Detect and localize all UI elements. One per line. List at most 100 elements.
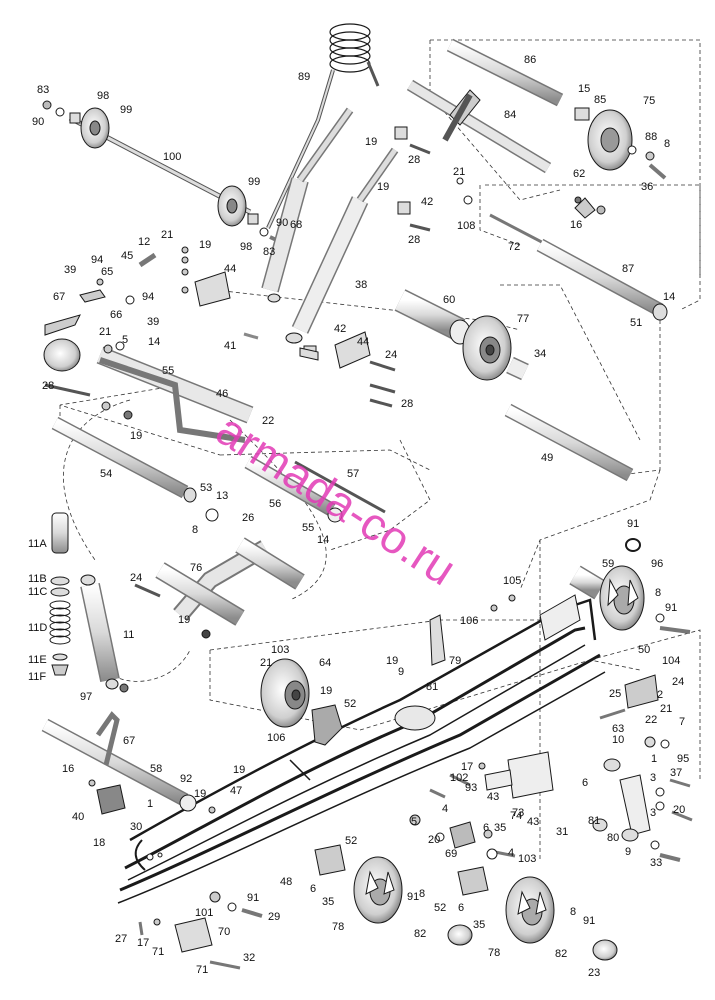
shock-absorber-68 bbox=[261, 107, 408, 303]
callout-21: 21 bbox=[161, 229, 173, 241]
callout-8: 8 bbox=[664, 138, 670, 150]
callout-35: 35 bbox=[322, 896, 334, 908]
callout-23: 23 bbox=[588, 967, 600, 979]
callout-19: 19 bbox=[377, 181, 389, 193]
callout-48: 48 bbox=[280, 876, 292, 888]
callout-39: 39 bbox=[147, 316, 159, 328]
callout-105: 105 bbox=[503, 575, 521, 587]
callout-67: 67 bbox=[53, 291, 65, 303]
callout-79: 79 bbox=[449, 655, 461, 667]
callout-39: 39 bbox=[64, 264, 76, 276]
callout-6: 6 bbox=[483, 822, 489, 834]
callout-59: 59 bbox=[602, 558, 614, 570]
callout-93: 93 bbox=[465, 782, 477, 794]
callout-20: 20 bbox=[673, 804, 685, 816]
idler-wheels-78 bbox=[314, 844, 618, 961]
callout-52: 52 bbox=[344, 698, 356, 710]
callout-21: 21 bbox=[99, 326, 111, 338]
callout-5: 5 bbox=[411, 816, 417, 828]
callout-106: 106 bbox=[267, 732, 285, 744]
upper-shaft-assembly bbox=[406, 38, 667, 264]
callout-25: 25 bbox=[609, 688, 621, 700]
rear-arm-76 bbox=[155, 537, 305, 639]
callout-96: 96 bbox=[651, 558, 663, 570]
callout-11C: 11C bbox=[28, 586, 47, 598]
callout-101: 101 bbox=[195, 907, 213, 919]
callout-106: 106 bbox=[460, 615, 478, 627]
callout-5: 5 bbox=[122, 334, 128, 346]
brackets-44 bbox=[194, 271, 371, 369]
callout-21: 21 bbox=[660, 703, 672, 715]
rear-axle-assembly bbox=[42, 100, 286, 246]
callout-35: 35 bbox=[473, 919, 485, 931]
callout-88: 88 bbox=[645, 131, 657, 143]
callout-78: 78 bbox=[332, 921, 344, 933]
callout-19: 19 bbox=[386, 655, 398, 667]
callout-62: 62 bbox=[573, 168, 585, 180]
callout-3: 3 bbox=[650, 772, 656, 784]
callout-43: 43 bbox=[487, 791, 499, 803]
callout-98: 98 bbox=[97, 90, 109, 102]
callout-42: 42 bbox=[421, 196, 433, 208]
callout-44: 44 bbox=[357, 336, 369, 348]
callout-21: 21 bbox=[260, 657, 272, 669]
callout-54: 54 bbox=[100, 468, 112, 480]
callout-58: 58 bbox=[150, 763, 162, 775]
callout-27: 27 bbox=[115, 933, 127, 945]
rail-end-brackets bbox=[138, 891, 263, 970]
callout-45: 45 bbox=[121, 250, 133, 262]
callout-17: 17 bbox=[461, 761, 473, 773]
callout-14: 14 bbox=[148, 336, 160, 348]
callout-108: 108 bbox=[457, 220, 475, 232]
callout-22: 22 bbox=[645, 714, 657, 726]
callout-94: 94 bbox=[142, 291, 154, 303]
callout-11F: 11F bbox=[28, 671, 46, 683]
shaft-49 bbox=[504, 403, 634, 482]
callout-71: 71 bbox=[152, 946, 164, 958]
callout-28: 28 bbox=[42, 380, 54, 392]
callout-30: 30 bbox=[130, 821, 142, 833]
callout-98: 98 bbox=[240, 241, 252, 253]
callout-42: 42 bbox=[334, 323, 346, 335]
callout-83: 83 bbox=[37, 84, 49, 96]
callout-6: 6 bbox=[458, 902, 464, 914]
callout-19: 19 bbox=[130, 430, 142, 442]
callout-17: 17 bbox=[137, 937, 149, 949]
callout-4: 4 bbox=[442, 803, 448, 815]
callout-82: 82 bbox=[414, 928, 426, 940]
front-arm-assembly bbox=[43, 246, 254, 443]
callout-81: 81 bbox=[588, 815, 600, 827]
callout-19: 19 bbox=[233, 764, 245, 776]
callout-18: 18 bbox=[93, 837, 105, 849]
callout-57: 57 bbox=[347, 468, 359, 480]
callout-47: 47 bbox=[230, 785, 242, 797]
callout-83: 83 bbox=[263, 246, 275, 258]
callout-32: 32 bbox=[243, 952, 255, 964]
callout-36: 36 bbox=[641, 181, 653, 193]
callout-103: 103 bbox=[271, 644, 289, 656]
callout-19: 19 bbox=[320, 685, 332, 697]
callout-102: 102 bbox=[450, 772, 468, 784]
callout-65: 65 bbox=[101, 266, 113, 278]
callout-24: 24 bbox=[672, 676, 684, 688]
idler-wheel-64 bbox=[260, 614, 446, 746]
callout-84: 84 bbox=[504, 109, 516, 121]
callout-70: 70 bbox=[218, 926, 230, 938]
callout-97: 97 bbox=[80, 691, 92, 703]
callout-80: 80 bbox=[607, 832, 619, 844]
shaft-54 bbox=[51, 416, 219, 522]
callout-7: 7 bbox=[679, 716, 685, 728]
mounting-plates-74 bbox=[409, 751, 554, 860]
callout-72: 72 bbox=[508, 241, 520, 253]
callout-75: 75 bbox=[643, 95, 655, 107]
callout-33: 33 bbox=[650, 857, 662, 869]
callout-99: 99 bbox=[120, 104, 132, 116]
callout-3: 3 bbox=[650, 807, 656, 819]
shock-absorber-11 bbox=[49, 512, 129, 693]
callout-53: 53 bbox=[200, 482, 212, 494]
callout-20: 20 bbox=[428, 834, 440, 846]
callout-28: 28 bbox=[408, 154, 420, 166]
callout-8: 8 bbox=[192, 524, 198, 536]
callout-34: 34 bbox=[534, 348, 546, 360]
callout-11B: 11B bbox=[28, 573, 47, 585]
